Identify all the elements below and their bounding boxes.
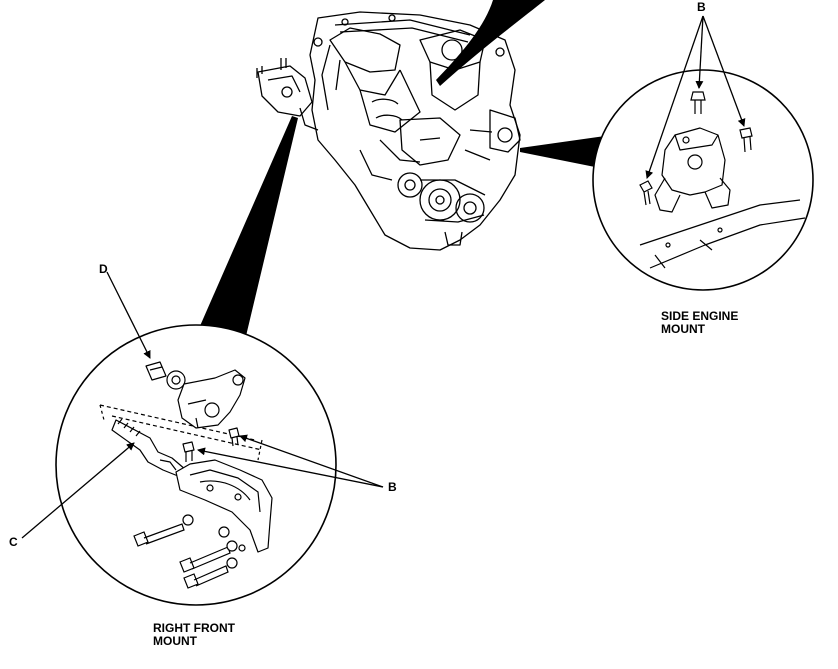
side-engine-mount-caption: SIDE ENGINE MOUNT [661,310,738,336]
engine-assembly [256,11,521,251]
bolt-icon [739,127,753,153]
bolt-icon [183,557,238,589]
side-engine-mount-detail [592,15,814,291]
callout-d: D [99,262,108,276]
side-mount-body [661,127,726,196]
side-mount-caption-line2: MOUNT [661,322,705,336]
callout-b-left: B [388,480,397,494]
upper-bracket [177,369,246,429]
right-front-caption-line2: MOUNT [153,634,197,648]
side-mount-bolts [639,91,753,206]
lower-bolts [133,514,246,589]
nut-icon [145,361,167,381]
right-front-mount-detail [21,271,384,606]
bolt-icon [133,514,194,547]
bolt-icon [179,526,238,573]
bolt-icon [228,427,240,439]
side-mount-caption-line1: SIDE ENGINE [661,309,739,323]
lower-mount [175,459,273,553]
bolt-icon [639,180,653,206]
bolt-icon [690,91,706,114]
callout-c: C [9,535,18,549]
callout-lines-front [21,271,384,539]
pointer-wedges [200,0,605,336]
bolt-icon [182,441,195,453]
right-front-mount-caption: RIGHT FRONT MOUNT [153,622,235,648]
washer-icon [166,370,186,390]
callout-b-top: B [697,0,706,14]
callout-b-arrows-side [645,15,746,179]
side-mount-circle [592,69,814,291]
right-front-caption-line1: RIGHT FRONT [153,621,235,635]
